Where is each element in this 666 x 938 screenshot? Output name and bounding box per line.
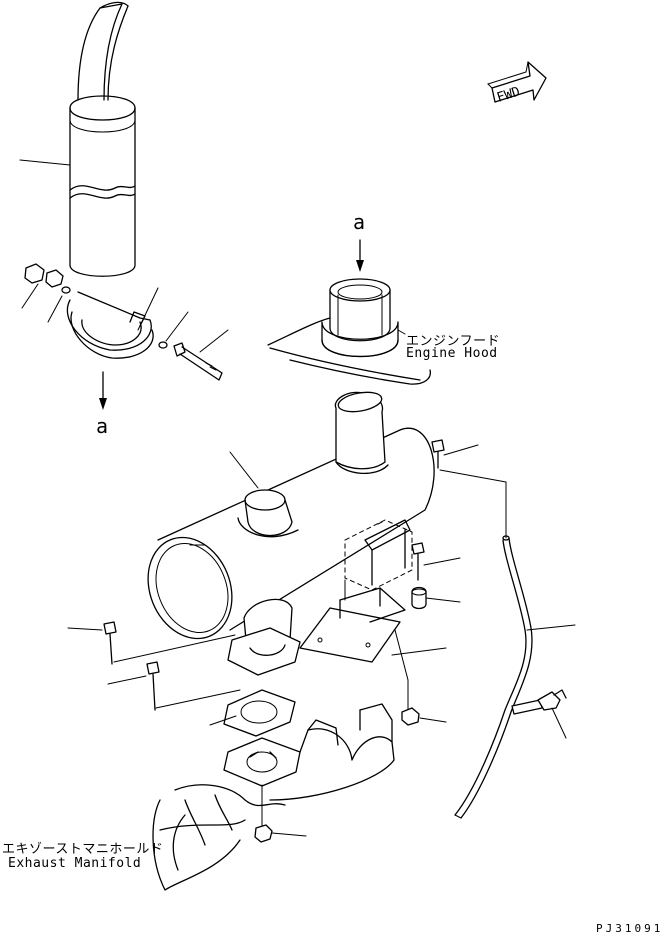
mounting-bracket xyxy=(299,587,406,663)
washer-right xyxy=(158,341,168,349)
view-marker-bottom: a xyxy=(96,414,109,438)
clamp-ring xyxy=(66,291,154,359)
engine-hood-collar xyxy=(267,278,431,385)
leader-nut-manifold xyxy=(271,832,307,837)
leader-washer-right xyxy=(165,311,189,342)
gasket xyxy=(223,689,296,737)
view-marker-top: a xyxy=(353,210,366,234)
exhaust-manifold-label-jp: エキゾーストマニホールド xyxy=(2,842,164,857)
elbow-fitting xyxy=(511,689,567,715)
nut-manifold xyxy=(254,824,273,843)
bracket-link-lines xyxy=(344,579,409,711)
leader-nut-bracket xyxy=(419,717,447,723)
clamp-bolt xyxy=(173,342,223,381)
nut-bracket xyxy=(401,707,420,726)
bolt-left-2 xyxy=(146,661,160,711)
bolt-top-right xyxy=(431,439,445,469)
engine-hood-label-en: Engine Hood xyxy=(406,346,498,361)
leader-nut xyxy=(21,283,39,309)
bolt-mid-right xyxy=(411,542,425,581)
leader-pipe xyxy=(19,159,71,166)
exhaust-pipe xyxy=(69,1,136,277)
leader-tube xyxy=(526,624,576,631)
leader-muffler xyxy=(229,451,259,489)
drain-tube xyxy=(454,535,533,819)
leader-bolt-mid xyxy=(423,557,461,566)
leader-hood xyxy=(397,329,406,335)
connector-line-1 xyxy=(439,469,507,483)
exhaust-manifold-label-en: Exhaust Manifold xyxy=(8,856,142,871)
leader-spacer xyxy=(425,597,461,603)
leader-bolt xyxy=(199,329,229,353)
view-arrow-down-head xyxy=(99,398,107,410)
leader-bolt-left-1 xyxy=(67,627,103,631)
engine-hood-label-jp: エンジンフード xyxy=(406,334,501,349)
nut-left xyxy=(24,263,71,294)
drawing-code: PJ31091 xyxy=(596,922,664,935)
leader-bolt-top-right xyxy=(443,444,479,456)
muffler xyxy=(147,391,435,676)
leader-washer xyxy=(47,295,63,323)
leader-clamp xyxy=(137,287,159,331)
fwd-arrow-icon: FWD xyxy=(487,61,547,106)
connector-left-2 xyxy=(155,689,241,709)
fwd-text: FWD xyxy=(495,84,522,106)
view-arrow-hood-head xyxy=(356,260,364,272)
connector-left-1 xyxy=(113,634,236,663)
leader-elbow xyxy=(551,707,567,739)
spacer xyxy=(411,586,427,610)
leader-bolt-left-2 xyxy=(107,675,147,685)
bolt-left-1 xyxy=(103,621,117,665)
leader-gasket xyxy=(209,715,237,726)
exhaust-manifold xyxy=(152,703,395,891)
